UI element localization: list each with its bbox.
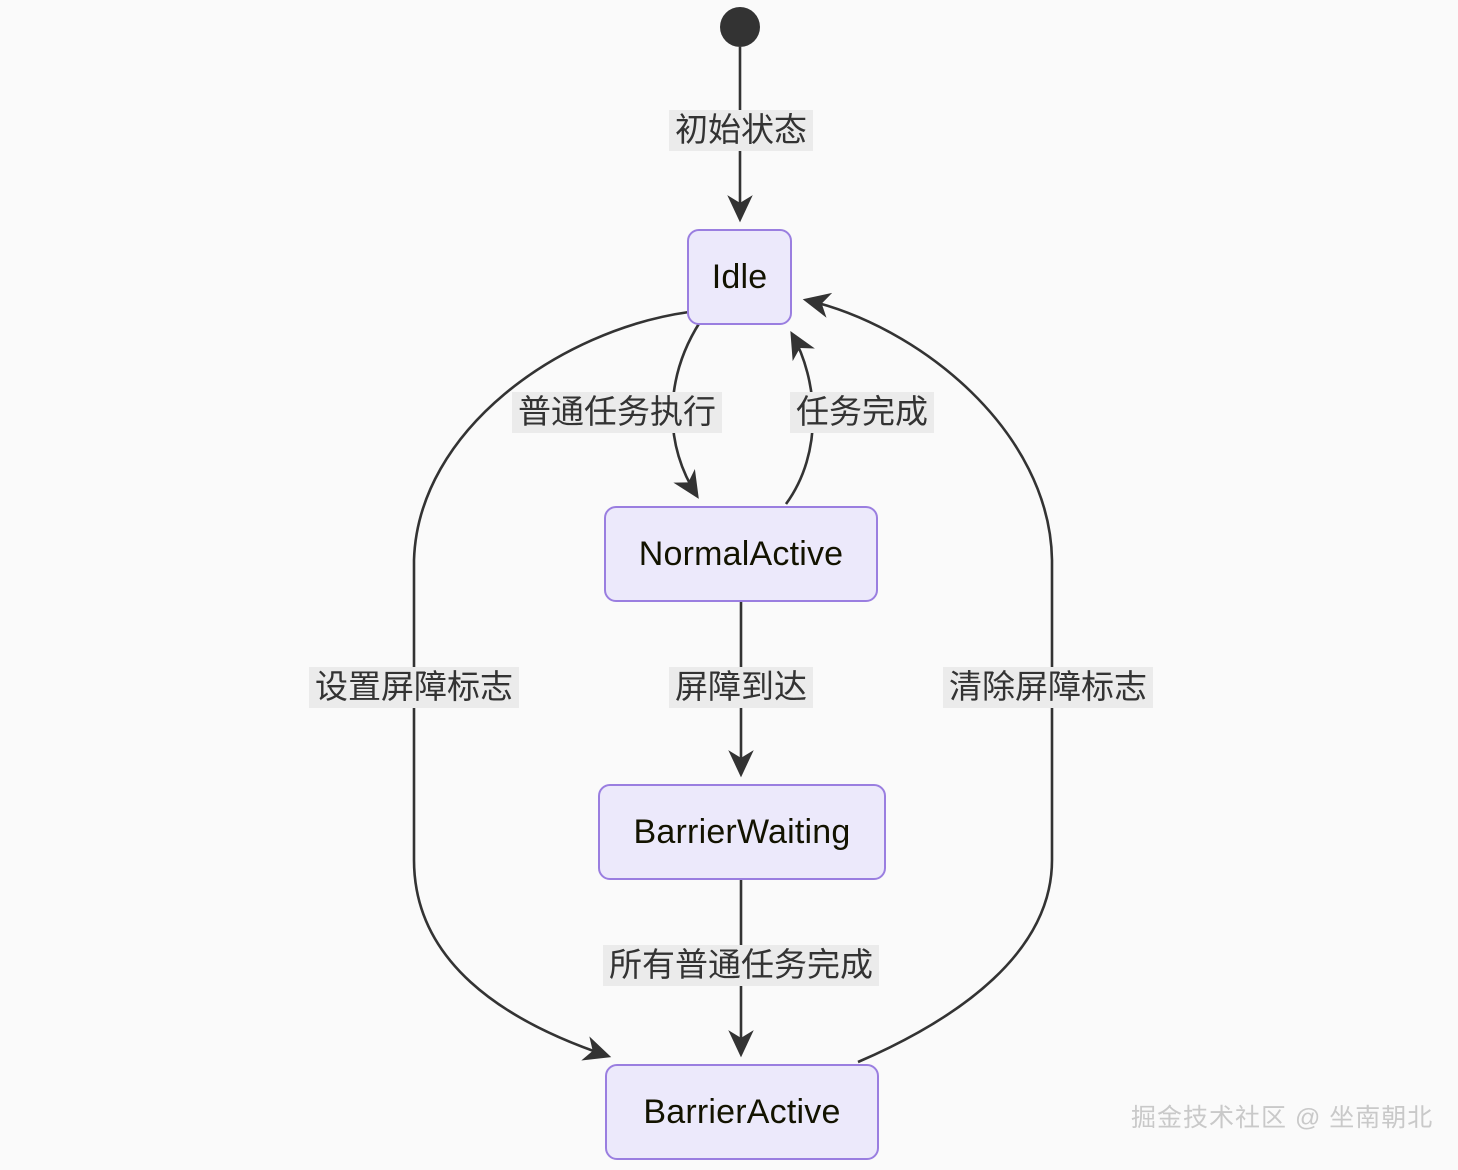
edge-label-barrier-waiting-to-barrier-active: 所有普通任务完成 bbox=[603, 945, 879, 986]
state-node-normal-active[interactable]: NormalActive bbox=[604, 506, 878, 602]
state-node-barrier-waiting[interactable]: BarrierWaiting bbox=[598, 784, 886, 880]
edge-label-idle-to-normal-active: 普通任务执行 bbox=[512, 392, 722, 433]
state-node-barrier-active[interactable]: BarrierActive bbox=[605, 1064, 879, 1160]
edge-label-normal-active-to-idle: 任务完成 bbox=[790, 392, 934, 433]
state-node-normal-active-label: NormalActive bbox=[638, 534, 844, 573]
edge-label-normal-active-to-barrier-waiting: 屏障到达 bbox=[669, 667, 813, 708]
watermark: 掘金技术社区 @ 坐南朝北 bbox=[1131, 1104, 1434, 1132]
edge-label-barrier-active-to-idle: 清除屏障标志 bbox=[943, 667, 1153, 708]
edge-label-idle-to-barrier-active: 设置屏障标志 bbox=[309, 667, 519, 708]
initial-state-marker bbox=[720, 7, 760, 47]
state-node-barrier-waiting-label: BarrierWaiting bbox=[633, 812, 851, 851]
state-node-idle-label: Idle bbox=[711, 257, 768, 296]
state-node-idle[interactable]: Idle bbox=[687, 229, 792, 325]
edge-idle-to-barrier-active bbox=[412, 310, 690, 1061]
edge-barrier-active-to-idle bbox=[802, 292, 1054, 1064]
edge-label-start-to-idle: 初始状态 bbox=[669, 110, 813, 151]
state-node-barrier-active-label: BarrierActive bbox=[643, 1092, 841, 1131]
